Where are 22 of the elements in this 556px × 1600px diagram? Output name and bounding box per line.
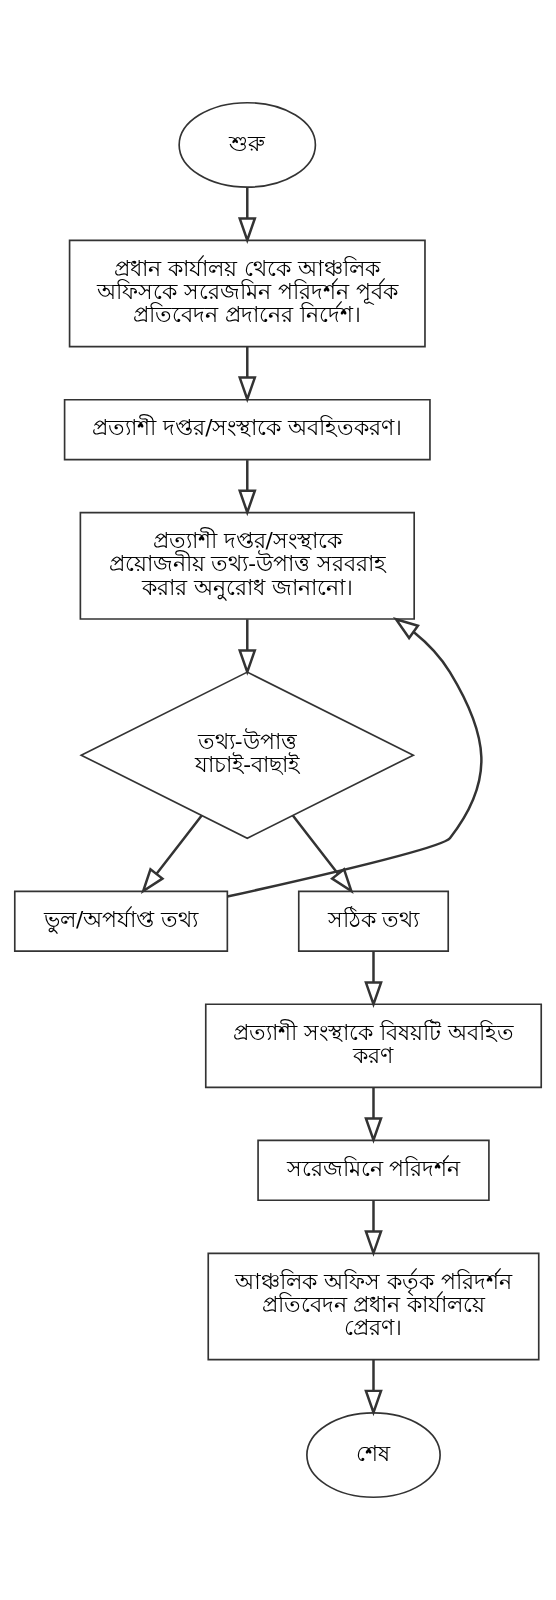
- node-box: সরেজমিনে পরিদর্শন: [257, 1139, 490, 1202]
- node-ellipse: শুরু: [178, 101, 317, 188]
- arrow: [237, 346, 257, 403]
- arrow: [364, 1087, 383, 1144]
- arrow: [364, 951, 383, 1008]
- arrow: [364, 1359, 383, 1417]
- node-diamond: তথ্য-উপাত্ত যাচাই-বাছাই: [79, 671, 416, 840]
- arrow: [237, 619, 257, 676]
- arrow: [237, 187, 257, 244]
- arrow: [291, 814, 354, 894]
- node-box: সঠিক তথ্য: [297, 890, 450, 952]
- node-ellipse: শেষ: [306, 1412, 441, 1499]
- node-box: প্রত্যাশী দপ্তর/সংস্থাকে প্রয়োজনীয় তথ্য-উপাত্ত সরবরাহ করার অনুরোধ জানানো।: [79, 511, 415, 620]
- arrow: [364, 1200, 383, 1257]
- arrow: [237, 460, 257, 517]
- node-box: প্রত্যাশী সংস্থাকে বিষয়টি অবহিত করণ: [204, 1003, 543, 1089]
- node-box: আঞ্চলিক অফিস কর্তৃক পরিদর্শন প্রতিবেদন প্রধান কার্যালয়ে প্রেরণ।: [207, 1252, 540, 1361]
- node-box: ভুল/অপর্যাপ্ত তথ্য: [13, 890, 229, 952]
- arrow: [227, 617, 483, 898]
- node-box: প্রত্যাশী দপ্তর/সংস্থাকে অবহিতকরণ।: [63, 398, 431, 461]
- node-box: প্রধান কার্যালয় থেকে আঞ্চলিক অফিসকে সরেজমিন পরিদর্শন পূর্বক প্রতিবেদন প্রদানের নির্দেশ।: [68, 239, 426, 348]
- arrow: [140, 814, 203, 894]
